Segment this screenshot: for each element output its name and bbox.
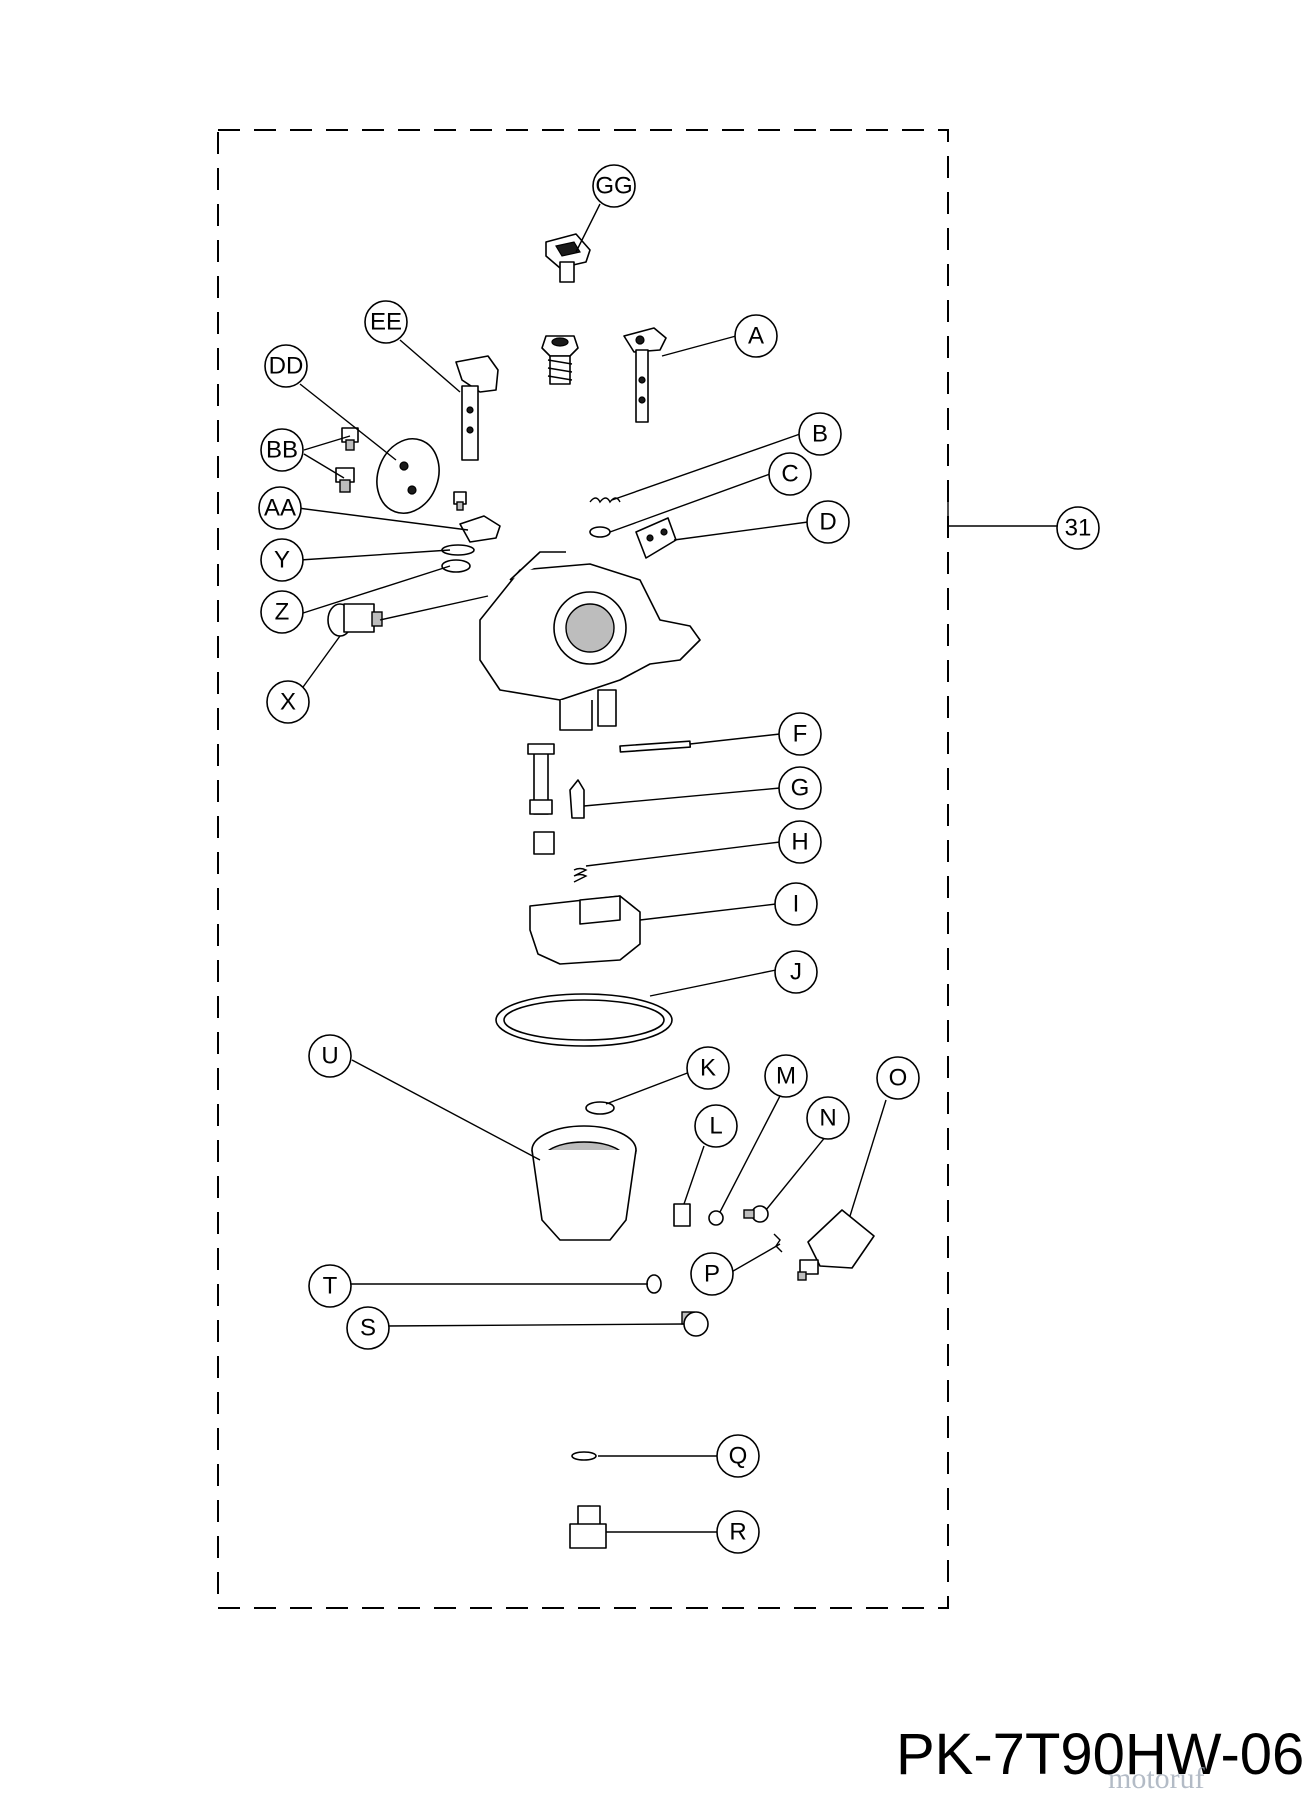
callout-ee-label: EE [370, 309, 402, 336]
callout-b: B [798, 412, 842, 456]
callout-p-label: P [704, 1261, 720, 1288]
callout-n: N [806, 1096, 850, 1140]
callout-j: J [774, 950, 818, 994]
part-jet-holder [541, 335, 579, 385]
model-code: PK-7T90HW-06 [896, 1722, 1304, 1787]
callout-h-label: H [791, 829, 808, 856]
callout-31-label: 31 [1065, 515, 1092, 542]
part-r-bolt [569, 1505, 607, 1549]
callout-o: O [876, 1056, 920, 1100]
callout-m: M [764, 1054, 808, 1098]
callout-x-label: X [280, 689, 296, 716]
part-a-throttle-shaft [623, 327, 667, 423]
callout-dd: DD [264, 344, 308, 388]
leader-lines [297, 203, 887, 1533]
callout-d: D [806, 500, 850, 544]
exploded-parts-diagram: GG EE DD BB AA Y Z X A B C D [217, 129, 1100, 1609]
part-z-washer [441, 559, 471, 573]
part-i-float [529, 895, 641, 965]
callout-k: K [686, 1046, 730, 1090]
callout-y-label: Y [274, 547, 290, 574]
callout-c: C [768, 452, 812, 496]
callout-j-label: J [790, 959, 802, 986]
callout-d-label: D [819, 509, 836, 536]
callout-aa-label: AA [264, 495, 296, 522]
callout-l-label: L [709, 1113, 722, 1140]
callout-n-label: N [819, 1105, 836, 1132]
callout-s: S [346, 1306, 390, 1350]
part-j-bowl-gasket-inner [503, 999, 665, 1041]
callout-ee: EE [364, 300, 408, 344]
part-main-nozzle [527, 743, 555, 855]
part-k-washer [585, 1101, 615, 1115]
callout-u-label: U [321, 1043, 338, 1070]
part-o-solenoid [797, 1209, 875, 1281]
part-s-drain-bolt [681, 1311, 709, 1337]
callout-a-label: A [748, 323, 764, 350]
part-c-washer [589, 526, 611, 538]
callout-b-label: B [812, 421, 828, 448]
part-m-o-ring [708, 1210, 724, 1226]
part-l-clip [673, 1203, 691, 1227]
part-d-gasket [635, 517, 677, 559]
callout-z-label: Z [275, 599, 290, 626]
callout-g-label: G [791, 775, 810, 802]
callout-i: I [774, 882, 818, 926]
callout-gg: GG [592, 164, 636, 208]
callout-f-label: F [793, 721, 808, 748]
part-aa-cover [459, 515, 501, 543]
part-bb-screws [335, 427, 467, 511]
callout-r-label: R [729, 1519, 746, 1546]
part-p-pin [773, 1233, 783, 1253]
part-u-float-bowl [531, 1125, 637, 1241]
part-g-needle [569, 779, 585, 819]
callout-f: F [778, 712, 822, 756]
part-h-spring [573, 867, 588, 883]
part-dd-choke-plate [376, 438, 440, 514]
part-x-idle-screw [327, 603, 383, 637]
callout-u: U [308, 1034, 352, 1078]
callout-bb: BB [260, 428, 304, 472]
watermark: motoruf [1108, 1762, 1205, 1795]
part-ee-choke-shaft [455, 355, 499, 461]
callout-aa: AA [258, 486, 302, 530]
part-carburetor-body [479, 551, 701, 731]
callout-q: Q [716, 1434, 760, 1478]
callout-gg-label: GG [595, 173, 632, 200]
part-gg-stop-knob [545, 233, 591, 283]
callout-l: L [694, 1104, 738, 1148]
callout-h: H [778, 820, 822, 864]
callout-z: Z [260, 590, 304, 634]
callout-s-label: S [360, 1315, 376, 1342]
part-f-pin [619, 740, 692, 753]
callout-x: X [266, 680, 310, 724]
part-n-screw [743, 1205, 769, 1223]
callout-y: Y [260, 538, 304, 582]
callout-k-label: K [700, 1055, 716, 1082]
part-b-spring [589, 497, 621, 504]
callout-g: G [778, 766, 822, 810]
callout-c-label: C [781, 461, 798, 488]
callout-m-label: M [776, 1063, 796, 1090]
callout-i-label: I [793, 891, 800, 918]
assembly-frame [217, 129, 949, 1609]
callout-a: A [734, 314, 778, 358]
callout-p: P [690, 1252, 734, 1296]
callout-r: R [716, 1510, 760, 1554]
callout-31: 31 [1056, 506, 1100, 550]
callout-dd-label: DD [269, 353, 304, 380]
callout-q-label: Q [729, 1443, 748, 1470]
part-q-o-ring [571, 1451, 597, 1461]
part-t-washer [646, 1274, 662, 1294]
callout-bb-label: BB [266, 437, 298, 464]
callout-t-label: T [323, 1273, 338, 1300]
callout-o-label: O [889, 1065, 908, 1092]
callout-t: T [308, 1264, 352, 1308]
